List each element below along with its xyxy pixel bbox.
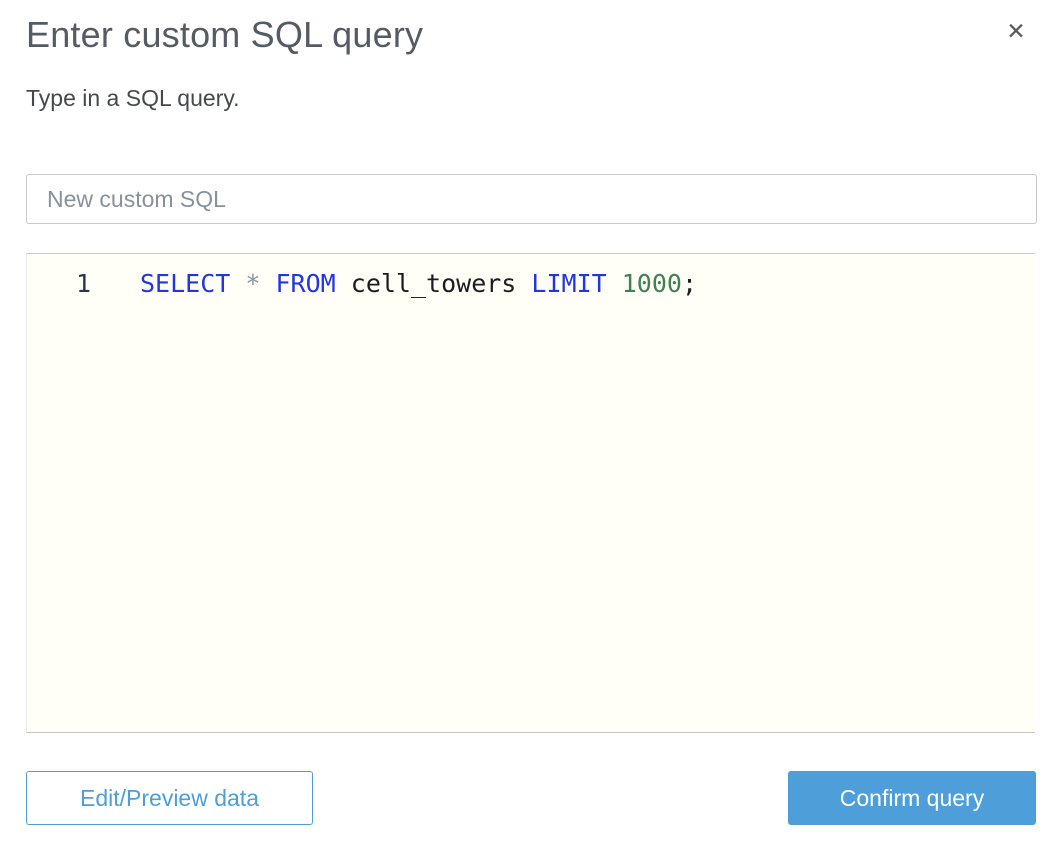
code-line-tokens: SELECT * FROM cell_towers LIMIT 1000; [140,269,698,298]
edit-preview-data-button[interactable]: Edit/Preview data [26,771,313,825]
sql-code-editor[interactable]: 1 SELECT * FROM cell_towers LIMIT 1000; [26,253,1035,733]
code-row: 1 SELECT * FROM cell_towers LIMIT 1000; [27,254,1035,299]
close-icon[interactable]: ✕ [1001,16,1031,46]
line-number: 1 [75,269,91,298]
page-title: Enter custom SQL query [26,14,424,55]
custom-sql-name-input[interactable] [26,174,1037,224]
dialog-subtitle: Type in a SQL query. [26,85,240,111]
confirm-query-button[interactable]: Confirm query [788,771,1036,825]
